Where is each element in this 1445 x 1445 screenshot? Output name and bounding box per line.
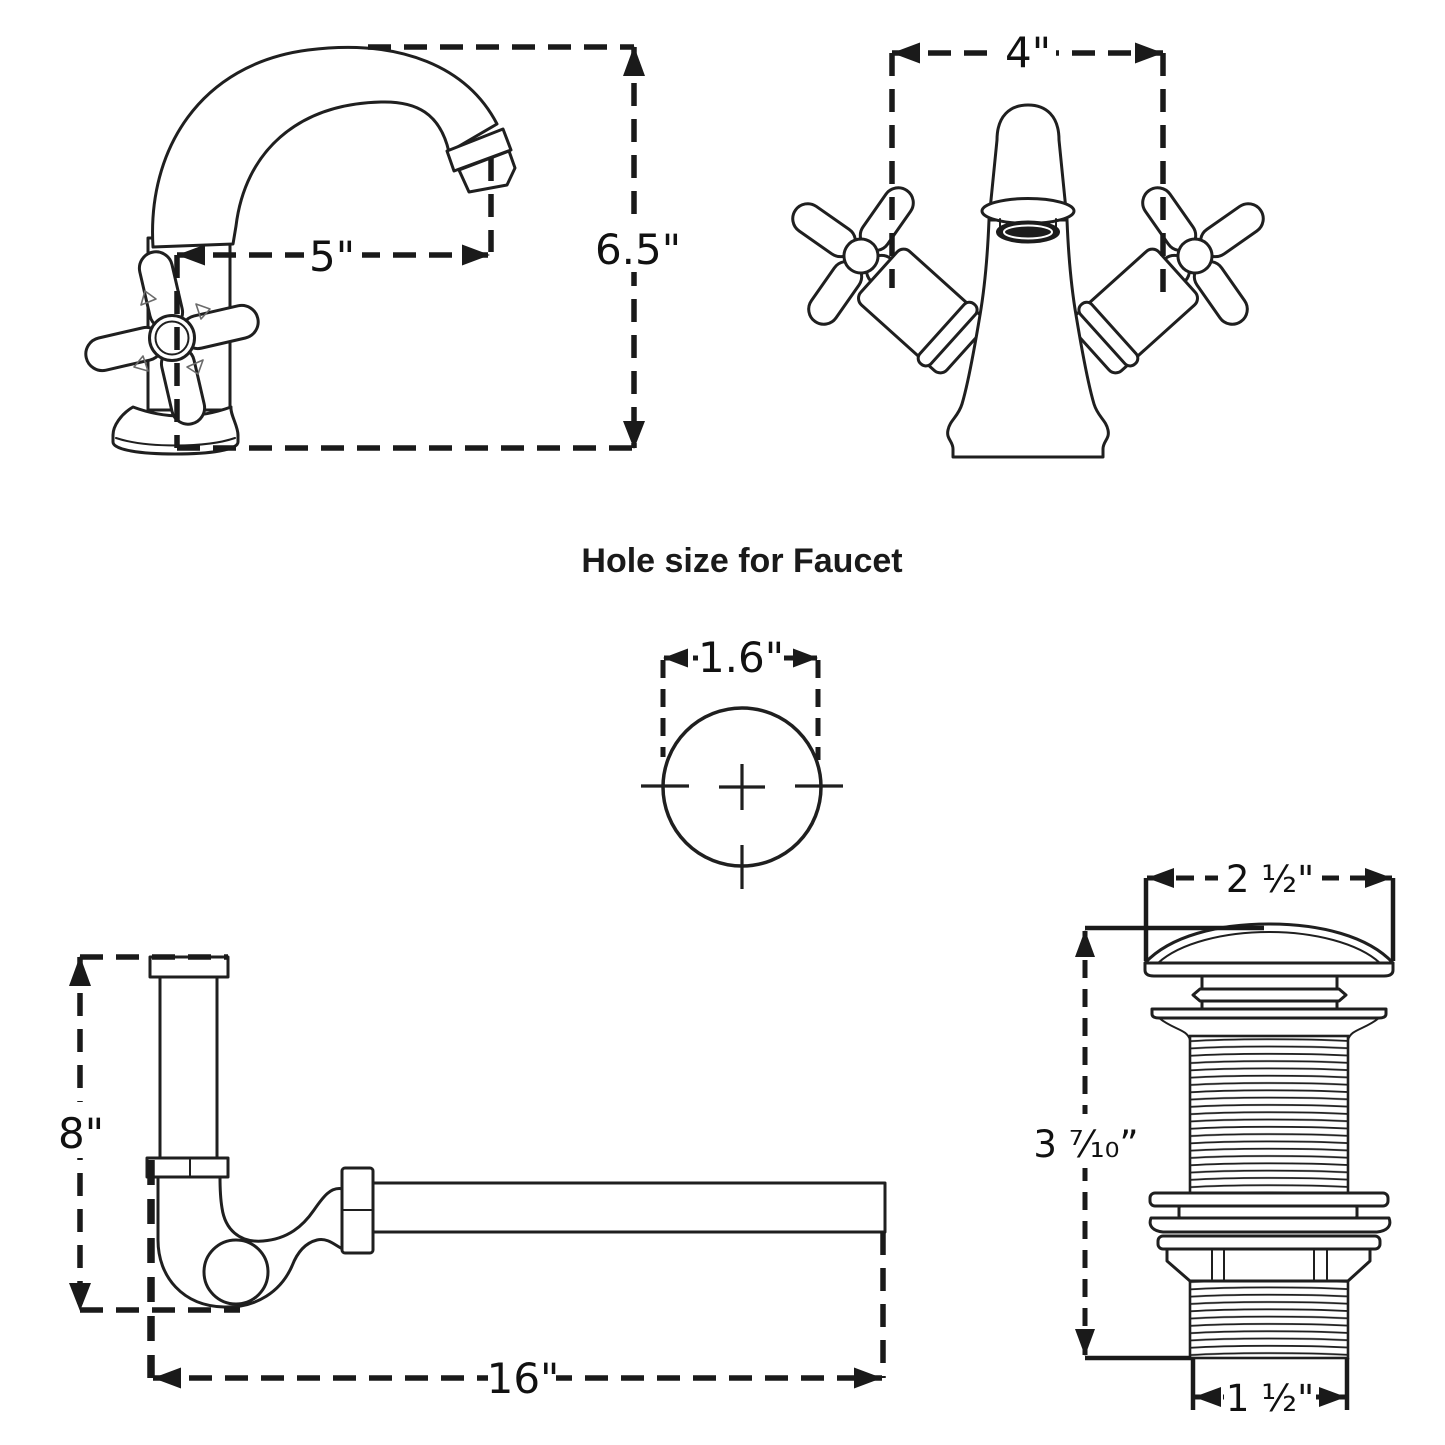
dim-label-spout-reach: 5" — [309, 232, 355, 281]
tailpiece-pipe — [158, 975, 219, 1162]
dim-label-cap-width: 2 ½" — [1226, 858, 1314, 901]
drain-gasket — [1148, 1216, 1392, 1234]
arrow-down-icon — [623, 421, 645, 449]
arrow-left-icon — [892, 42, 920, 64]
label-backing — [1034, 1114, 1138, 1168]
p-trap-inner-curve — [202, 1238, 270, 1306]
drain-washer-plate — [1148, 1191, 1390, 1208]
label-backing — [594, 220, 682, 272]
arrow-left-icon — [177, 244, 205, 266]
arrow-right-icon — [793, 648, 818, 668]
drain-neck-band — [1191, 987, 1348, 1003]
label-backing — [54, 1102, 106, 1158]
drain-washer-mid — [1177, 1204, 1359, 1220]
dim-label-faucet-height: 6.5" — [595, 225, 681, 274]
drain-neck-ring-upper — [1200, 974, 1339, 991]
hole-size-figure: Hole size for Faucet 1.6" — [581, 542, 903, 889]
arrow-down-icon — [69, 1283, 91, 1311]
arrow-left-icon — [153, 1367, 181, 1389]
pop-up-drain-figure: 2 ½" 3 ⁷⁄₁₀” 1 ½" — [1033, 854, 1396, 1420]
faucet-front-body — [946, 218, 1110, 459]
spout-collar — [980, 197, 1076, 225]
arrow-left-icon — [1194, 1387, 1221, 1407]
drain-cap-dome — [1143, 922, 1395, 965]
dim-label-front-width: 4" — [1005, 28, 1051, 77]
drain-cap-inner-arc — [1157, 931, 1381, 964]
arrow-right-icon — [854, 1367, 882, 1389]
drain-hex-nut — [1165, 1247, 1372, 1283]
slip-nut — [145, 1156, 230, 1179]
arrow-right-icon — [462, 244, 490, 266]
valve-collar-band — [916, 300, 979, 368]
tailpiece-flange — [148, 955, 230, 979]
valve-collar-band — [1077, 300, 1140, 368]
section-title: Hole size for Faucet — [581, 542, 902, 580]
dim-label-trap-length: 16" — [487, 1354, 560, 1403]
label-backing — [1218, 854, 1322, 900]
arrow-right-icon — [1135, 42, 1163, 64]
drain-lower-threads — [1188, 1279, 1350, 1360]
hole-dimensions: 1.6" — [660, 633, 821, 760]
drain-washer-lower — [1156, 1234, 1382, 1251]
arrow-right-icon — [1365, 868, 1392, 888]
dim-label-trap-height: 8" — [58, 1109, 104, 1158]
spout-nozzle-tip — [457, 149, 517, 194]
arrow-up-icon — [69, 956, 91, 986]
side-view-dimensions: 5" 6.5" — [174, 44, 682, 451]
drain-pipe-figure: 8" 16" — [54, 954, 887, 1403]
arrow-down-icon — [1075, 1329, 1095, 1356]
spout-mouth-inner-rim — [1003, 224, 1053, 240]
handle-detail-marks — [133, 290, 211, 375]
trap-dimensions: 8" 16" — [54, 954, 886, 1403]
hex-nut-facet-lines — [1211, 1248, 1328, 1282]
label-backing — [304, 228, 362, 278]
handle-hub-hole — [1176, 237, 1214, 275]
spout-cone — [987, 103, 1069, 222]
front-view-dimensions: 4" — [889, 28, 1166, 292]
label-backing — [1224, 1374, 1316, 1420]
cross-handle-side — [84, 250, 260, 426]
dim-label-drain-height: 3 ⁷⁄₁₀” — [1033, 1123, 1138, 1166]
label-backing — [1000, 28, 1056, 76]
drain-dimensions: 2 ½" 3 ⁷⁄₁₀” 1 ½" — [1033, 854, 1396, 1420]
arrow-up-icon — [623, 46, 645, 76]
arrow-right-icon — [1319, 1387, 1346, 1407]
faucet-spout — [151, 45, 499, 249]
faucet-front-view-figure: 4" — [791, 28, 1265, 459]
handle-hub-hole — [842, 237, 880, 275]
drain-flange-plate — [1150, 1007, 1388, 1020]
dim-label-outlet-width: 1 ½" — [1226, 1377, 1314, 1420]
drain-upper-threads — [1188, 1034, 1350, 1195]
arrow-up-icon — [1075, 930, 1095, 957]
faucet-side-view-figure: 5" 6.5" — [84, 44, 682, 456]
label-backing — [698, 634, 784, 680]
arrow-left-icon — [663, 648, 688, 668]
dim-label-hole-diameter: 1.6" — [698, 633, 784, 682]
handle-hub-inner-ring — [154, 320, 190, 356]
drain-cap-base — [1143, 961, 1395, 978]
label-backing — [488, 1354, 556, 1402]
arrow-left-icon — [1147, 868, 1174, 888]
waste-arm-pipe — [371, 1181, 887, 1234]
spout-nozzle-band — [445, 127, 513, 173]
hole-crosshair — [641, 764, 843, 889]
